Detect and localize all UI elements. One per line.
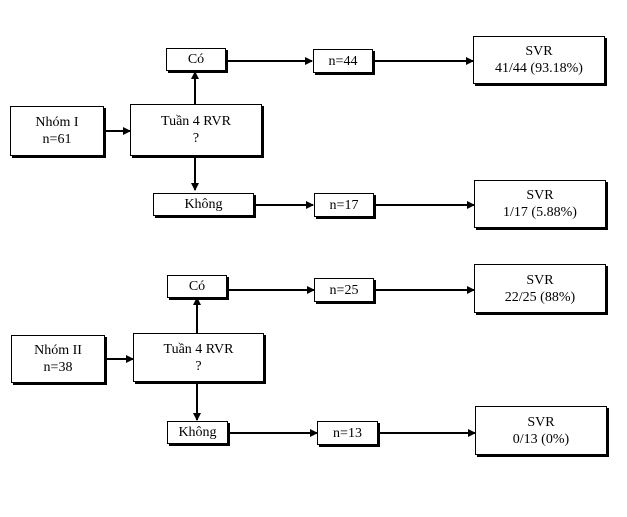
question-box: Tuần 4 RVR ? bbox=[133, 333, 264, 382]
group-box: Nhóm II n=38 bbox=[11, 335, 105, 383]
no-box: Không bbox=[153, 193, 254, 216]
svr-value: 0/13 (0%) bbox=[512, 431, 570, 447]
yes-label: Có bbox=[187, 52, 205, 67]
question-text: Tuần 4 RVR bbox=[163, 341, 234, 357]
no-label: Không bbox=[178, 425, 217, 440]
question-box: Tuần 4 RVR ? bbox=[130, 104, 262, 156]
svr-label: SVR bbox=[527, 414, 555, 430]
yes-count-box: n=44 bbox=[313, 49, 373, 73]
svr-label: SVR bbox=[526, 188, 554, 203]
yes-svr-box: SVR 22/25 (88%) bbox=[474, 264, 606, 313]
yes-box: Có bbox=[167, 275, 227, 298]
question-text: Tuần 4 RVR bbox=[161, 114, 231, 129]
group-box: Nhóm I n=61 bbox=[10, 106, 104, 156]
no-count-box: n=13 bbox=[317, 421, 378, 445]
no-svr-box: SVR 0/13 (0%) bbox=[475, 406, 607, 455]
group-name: Nhóm I bbox=[35, 115, 79, 130]
no-label: Không bbox=[184, 197, 223, 212]
group-name: Nhóm II bbox=[34, 343, 82, 358]
no-count: n=17 bbox=[329, 197, 359, 213]
yes-count: n=44 bbox=[328, 53, 358, 69]
yes-box: Có bbox=[166, 48, 226, 71]
yes-count: n=25 bbox=[329, 282, 359, 298]
svr-value: 22/25 (88%) bbox=[504, 289, 576, 305]
no-count: n=13 bbox=[333, 425, 362, 441]
group-count: n=38 bbox=[43, 360, 73, 375]
yes-svr-box: SVR 41/44 (93.18%) bbox=[473, 36, 605, 84]
no-box: Không bbox=[167, 421, 228, 444]
question-mark: ? bbox=[192, 131, 200, 146]
yes-label: Có bbox=[188, 279, 206, 294]
no-count-box: n=17 bbox=[314, 193, 374, 217]
no-svr-box: SVR 1/17 (5.88%) bbox=[474, 180, 606, 228]
svr-value: 41/44 (93.18%) bbox=[495, 61, 583, 76]
group-count: n=61 bbox=[42, 132, 72, 147]
question-mark: ? bbox=[195, 358, 202, 374]
svr-label: SVR bbox=[526, 272, 554, 288]
yes-count-box: n=25 bbox=[314, 278, 374, 302]
svr-value: 1/17 (5.88%) bbox=[503, 205, 577, 220]
svr-label: SVR bbox=[525, 44, 553, 59]
